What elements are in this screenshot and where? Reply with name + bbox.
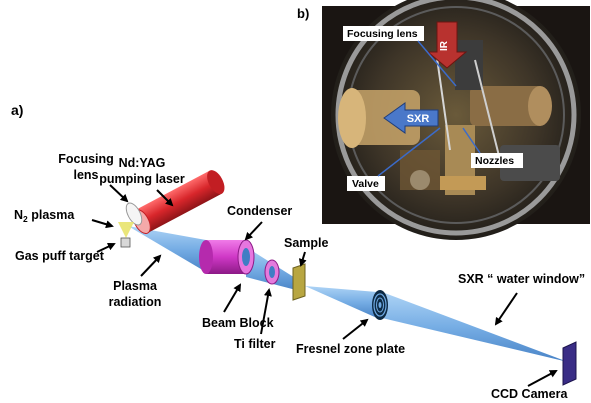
- sxr-label: SXR: [407, 113, 430, 125]
- fresnel-zone-plate: [372, 290, 388, 320]
- sample-label: Sample: [284, 236, 329, 250]
- photo-label-valve: Valve: [347, 127, 441, 191]
- fresnel-zone-plate-label: Fresnel zone plate: [296, 342, 405, 356]
- ccd-camera-label: CCD Camera: [491, 387, 568, 401]
- laser-pointer: [156, 189, 174, 207]
- sxr-beam-arrow: [383, 102, 439, 134]
- ti-filter-label: Ti filter: [234, 337, 276, 351]
- condenser-label: Condenser: [227, 204, 292, 218]
- panel-a-letter: a): [11, 102, 23, 118]
- n2-plasma-source: [118, 222, 134, 238]
- gas-puff-target-label: Gas puff target: [15, 249, 105, 263]
- ccd-camera: [562, 341, 577, 386]
- condenser-mirror: [199, 239, 255, 275]
- ir-beam-arrow: [426, 21, 468, 69]
- sxr-water-window-label: SXR “ water window”: [458, 272, 585, 286]
- ccd-camera-pointer: [527, 370, 558, 387]
- laser-label-line2: pumping laser: [99, 172, 185, 186]
- panel-b-letter: b): [297, 6, 309, 21]
- image-cone: [382, 292, 568, 362]
- n2-plasma-pointer: [91, 219, 114, 229]
- ti-filter: [264, 259, 280, 285]
- plasma-radiation-label-line2: radiation: [109, 295, 162, 309]
- gas-puff-nozzle: [120, 237, 131, 248]
- focusing-lens-label-line2: lens: [73, 168, 98, 182]
- photo-label-focusing-lens: Focusing lens: [343, 26, 457, 87]
- focusing-lens: [125, 202, 143, 226]
- sxr-water-window-pointer: [494, 292, 518, 326]
- svg-text:Focusing lens: Focusing lens: [347, 28, 418, 40]
- focusing-lens-pointer: [109, 184, 129, 203]
- n2-plasma-label: N2 plasma: [14, 208, 75, 224]
- object-cone: [305, 286, 377, 318]
- beam-block-pointer: [223, 283, 242, 313]
- ir-label: IR: [439, 40, 450, 51]
- sample-pointer: [298, 251, 307, 267]
- sample-slide: [292, 263, 306, 301]
- focusing-lens-label-line1: Focusing: [58, 152, 114, 166]
- beam-block-label: Beam Block: [202, 316, 274, 330]
- photo-label-nozzles: Nozzles: [462, 127, 523, 168]
- svg-text:Nozzles: Nozzles: [475, 155, 514, 167]
- plasma-radiation-cone: [128, 226, 206, 272]
- plasma-radiation-label-line1: Plasma: [113, 279, 158, 293]
- ti-filter-pointer: [260, 288, 272, 335]
- svg-text:Valve: Valve: [352, 178, 379, 190]
- laser-label-line1: Nd:YAG: [119, 156, 166, 170]
- condenser-pointer: [244, 221, 263, 241]
- fresnel-zone-plate-pointer: [342, 318, 369, 340]
- plasma-radiation-pointer: [140, 254, 162, 277]
- gas-puff-pointer: [96, 242, 116, 253]
